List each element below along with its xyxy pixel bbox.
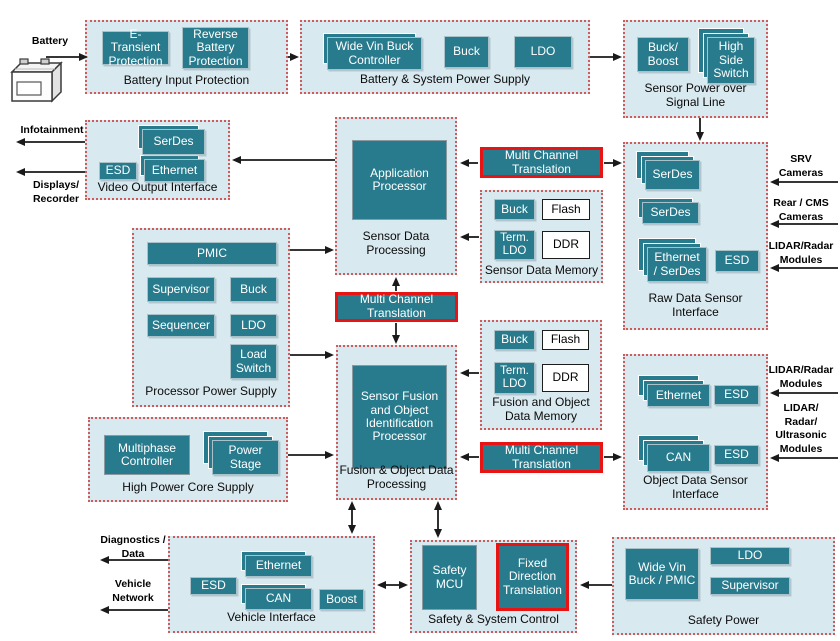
block-load-switch[interactable]: Load Switch xyxy=(230,344,277,379)
group-vehicle-interface: ESD Ethernet CAN Boost Vehicle Interface xyxy=(168,536,375,633)
block-can-vehicle[interactable]: CAN xyxy=(241,584,312,610)
group-video-output-interface: SerDes ESD Ethernet Video Output Interfa… xyxy=(85,120,230,200)
displays-recorder-label: Displays/ Recorder xyxy=(32,179,80,205)
block-power-stage[interactable]: Power Stage xyxy=(203,431,279,475)
label-battery-input-protection: Battery Input Protection xyxy=(123,73,250,88)
group-sensor-power-signal-line: Buck/ Boost High Side Switch Sensor Powe… xyxy=(623,20,768,118)
block-reverse-battery-protection[interactable]: Reverse Battery Protection xyxy=(182,27,249,69)
block-buck-boost[interactable]: Buck/ Boost xyxy=(637,37,689,72)
block-flash-sensor-memory[interactable]: Flash xyxy=(542,199,590,220)
block-high-side-switch[interactable]: High Side Switch xyxy=(698,28,755,84)
block-ddr-sensor-memory[interactable]: DDR xyxy=(542,231,590,259)
block-ldo-system-power[interactable]: LDO xyxy=(514,36,572,68)
label-high-power-core-supply: High Power Core Supply xyxy=(122,480,254,495)
label-processor-power-supply: Processor Power Supply xyxy=(145,384,277,399)
label-vehicle-interface: Vehicle Interface xyxy=(227,610,316,625)
group-high-power-core-supply: Multiphase Controller Power Stage High P… xyxy=(88,417,288,502)
block-sequencer[interactable]: Sequencer xyxy=(147,314,215,337)
block-esd-object-2[interactable]: ESD xyxy=(714,445,759,465)
block-can-object[interactable]: CAN xyxy=(638,435,710,472)
lidar-radar-modules-label-top: LIDAR/Radar Modules xyxy=(768,240,834,266)
label-fusion-object-data-processing: Fusion & Object Data Processing xyxy=(339,463,454,492)
block-wide-vin-buck-pmic[interactable]: Wide Vin Buck / PMIC xyxy=(625,548,699,600)
translator-multi-channel-top[interactable]: Multi Channel Translation xyxy=(480,147,603,178)
block-ddr-fusion-memory[interactable]: DDR xyxy=(542,364,589,392)
srv-cameras-label: SRV Cameras xyxy=(778,153,824,179)
block-term-ldo-fusion-memory[interactable]: Term. LDO xyxy=(494,362,535,394)
block-buck-system-power[interactable]: Buck xyxy=(444,36,489,68)
group-sensor-data-processing: Application Processor Sensor Data Proces… xyxy=(335,117,457,275)
battery-icon xyxy=(10,58,63,103)
group-battery-input-protection: E-Transient Protection Reverse Battery P… xyxy=(85,20,288,94)
block-supervisor-safety[interactable]: Supervisor xyxy=(710,577,790,595)
translator-multi-channel-middle[interactable]: Multi Channel Translation xyxy=(335,292,458,322)
block-buck-fusion-memory[interactable]: Buck xyxy=(494,330,535,350)
block-esd-object-1[interactable]: ESD xyxy=(714,385,759,405)
block-ethernet-vehicle[interactable]: Ethernet xyxy=(241,551,312,577)
lidar-ultrasonic-modules-label: LIDAR/ Radar/ Ultrasonic Modules xyxy=(775,402,827,455)
translator-multi-channel-bottom[interactable]: Multi Channel Translation xyxy=(480,442,603,473)
block-esd-raw[interactable]: ESD xyxy=(715,250,759,272)
block-e-transient-protection[interactable]: E-Transient Protection xyxy=(102,27,169,67)
block-ldo-processor[interactable]: LDO xyxy=(230,314,277,337)
block-application-processor[interactable]: Application Processor xyxy=(352,140,447,220)
group-fusion-object-data-processing: Sensor Fusion and Object Identification … xyxy=(336,345,457,500)
block-buck-sensor-memory[interactable]: Buck xyxy=(494,199,535,220)
block-boost-vehicle[interactable]: Boost xyxy=(319,589,364,610)
group-safety-system-control: Safety MCU Fixed Direction Translation S… xyxy=(410,540,577,633)
block-esd-vehicle[interactable]: ESD xyxy=(190,577,237,595)
block-flash-fusion-memory[interactable]: Flash xyxy=(542,330,589,350)
block-safety-mcu[interactable]: Safety MCU xyxy=(422,545,477,610)
group-safety-power: Wide Vin Buck / PMIC LDO Supervisor Safe… xyxy=(612,537,835,635)
label-safety-power: Safety Power xyxy=(687,613,760,628)
rear-cms-cameras-label: Rear / CMS Cameras xyxy=(773,197,829,223)
block-buck-processor[interactable]: Buck xyxy=(230,277,277,302)
group-sensor-data-memory: Buck Flash Term. LDO DDR Sensor Data Mem… xyxy=(480,190,603,283)
label-battery-system-power-supply: Battery & System Power Supply xyxy=(359,72,531,87)
group-battery-system-power-supply: Wide Vin Buck Controller Buck LDO Batter… xyxy=(300,20,590,94)
block-ethernet-video[interactable]: Ethernet xyxy=(140,155,205,182)
group-processor-power-supply: PMIC Supervisor Buck Sequencer LDO Load … xyxy=(132,228,290,407)
label-video-output-interface: Video Output Interface xyxy=(97,180,218,195)
block-wide-vin-buck-controller[interactable]: Wide Vin Buck Controller xyxy=(323,33,422,70)
label-sensor-power-signal-line: Sensor Power over Signal Line xyxy=(644,81,747,110)
group-fusion-object-data-memory: Buck Flash Term. LDO DDR Fusion and Obje… xyxy=(480,320,602,430)
block-serdes-raw-2[interactable]: SerDes xyxy=(638,198,699,224)
block-esd-video[interactable]: ESD xyxy=(99,162,137,180)
group-object-data-sensor-interface: Ethernet ESD CAN ESD Object Data Sensor … xyxy=(623,354,768,510)
label-fusion-object-data-memory: Fusion and Object Data Memory xyxy=(492,395,590,424)
vehicle-network-label: Vehicle Network xyxy=(112,578,154,604)
diagnostics-data-label: Diagnostics / Data xyxy=(100,534,166,560)
label-safety-system-control: Safety & System Control xyxy=(428,612,559,627)
lidar-radar-modules-label-mid: LIDAR/Radar Modules xyxy=(768,364,834,390)
block-serdes-raw-1[interactable]: SerDes xyxy=(636,151,700,190)
label-sensor-data-memory: Sensor Data Memory xyxy=(484,263,599,278)
block-term-ldo-sensor-memory[interactable]: Term. LDO xyxy=(494,230,535,260)
block-ethernet-serdes-raw[interactable]: Ethernet / SerDes xyxy=(638,238,707,282)
block-serdes-video[interactable]: SerDes xyxy=(138,125,205,155)
block-supervisor-processor[interactable]: Supervisor xyxy=(147,277,215,302)
battery-label: Battery xyxy=(31,35,69,47)
block-sensor-fusion-processor[interactable]: Sensor Fusion and Object Identification … xyxy=(352,365,447,469)
label-object-data-sensor-interface: Object Data Sensor Interface xyxy=(643,473,748,502)
block-ldo-safety[interactable]: LDO xyxy=(710,547,790,565)
infotainment-label: Infotainment xyxy=(20,124,84,136)
block-pmic[interactable]: PMIC xyxy=(147,242,277,265)
block-ethernet-object[interactable]: Ethernet xyxy=(638,375,710,407)
block-fixed-direction-translation[interactable]: Fixed Direction Translation xyxy=(496,543,569,611)
label-sensor-data-processing: Sensor Data Processing xyxy=(362,229,430,258)
label-raw-data-sensor-interface: Raw Data Sensor Interface xyxy=(648,291,743,320)
group-raw-data-sensor-interface: SerDes SerDes Ethernet / SerDes ESD Raw … xyxy=(623,142,768,330)
block-multiphase-controller[interactable]: Multiphase Controller xyxy=(104,435,190,475)
